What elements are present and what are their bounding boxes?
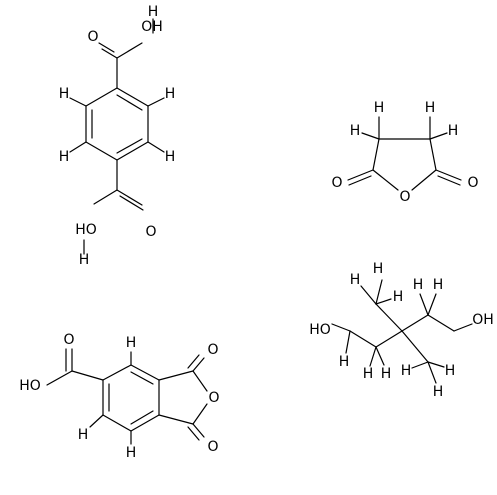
atom-label-o: O: [331, 175, 342, 191]
atom-label-o: O: [467, 175, 478, 191]
terephthalic-acid-structure: H OH O H H H H O HO H: [59, 4, 176, 268]
succinic-anhydride-structure: H H H H O O O: [331, 100, 478, 205]
succinic-anhydride-bonds: [347, 116, 462, 191]
atom-label-o: O: [208, 390, 219, 406]
atom-label-h: H: [59, 149, 70, 165]
trimellitic-anhydride-bonds: [46, 348, 208, 445]
atom-label-o: O: [87, 29, 98, 45]
atom-label-o: O: [207, 439, 218, 455]
atom-label-ho: HO: [19, 378, 41, 394]
atom-label-h: H: [148, 4, 159, 20]
atom-label-h: H: [401, 363, 412, 379]
atom-label-h: H: [363, 366, 374, 382]
atom-label-h: H: [433, 277, 444, 293]
trimellitic-anhydride-structure: O HO H H H O O O: [19, 332, 219, 461]
atom-label-h: H: [79, 252, 90, 268]
atom-label-o: O: [207, 342, 218, 358]
terephthalic-acid-labels: H OH O H H H H O HO H: [59, 4, 176, 268]
atom-label-h: H: [448, 123, 459, 139]
succinic-anhydride-labels: H H H H O O O: [331, 100, 478, 205]
atom-label-h: H: [433, 384, 444, 400]
atom-label-h: H: [165, 86, 176, 102]
atom-label-h: H: [445, 363, 456, 379]
atom-label-h: H: [373, 261, 384, 277]
neopentyl-glycol-bonds: [331, 279, 473, 384]
atom-label-o: O: [399, 189, 410, 205]
atom-label-ho: HO: [309, 322, 331, 338]
atom-label-h: H: [381, 366, 392, 382]
atom-label-oh: OH: [141, 19, 163, 35]
terephthalic-acid-bonds: [69, 18, 165, 255]
atom-label-h: H: [393, 289, 404, 305]
atom-label-h: H: [165, 149, 176, 165]
atom-label-oh: OH: [472, 312, 494, 328]
atom-label-h: H: [78, 427, 89, 443]
atom-label-o: O: [145, 224, 156, 240]
atom-label-h: H: [413, 277, 424, 293]
atom-label-h: H: [339, 354, 350, 370]
neopentyl-glycol-structure: H H H H H OH HO H H H H H H: [309, 261, 494, 400]
atom-label-h: H: [350, 123, 361, 139]
neopentyl-glycol-labels: H H H H H OH HO H H H H H H: [309, 261, 494, 400]
atom-label-o: O: [63, 332, 74, 348]
atom-label-ho: HO: [75, 222, 97, 238]
atom-label-h: H: [59, 86, 70, 102]
atom-label-h: H: [126, 335, 137, 351]
atom-label-h: H: [350, 272, 361, 288]
atom-label-h: H: [425, 100, 436, 116]
atom-label-h: H: [374, 100, 385, 116]
trimellitic-anhydride-labels: O HO H H H O O O: [19, 332, 219, 461]
atom-label-h: H: [126, 445, 137, 461]
